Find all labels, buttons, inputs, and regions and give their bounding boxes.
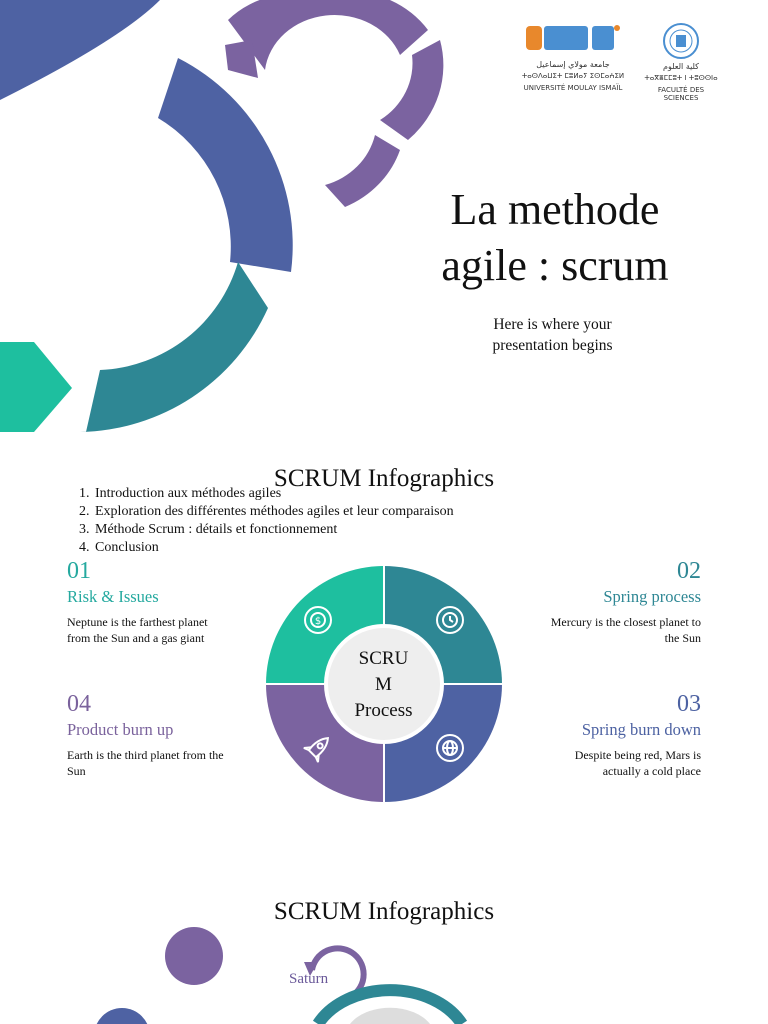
umi-logo: جامعة مولاي إسماعيل ⵜⴰⵙⴷⴰⵡⵉⵜ ⵎⵓⵍⴰⵢ ⵉⵙⵎⴰⵄ… bbox=[518, 22, 628, 102]
item-description: Earth is the third planet from the Sun bbox=[67, 748, 267, 779]
umi-wordmark bbox=[526, 22, 620, 56]
purple-cycle-arrow bbox=[309, 945, 367, 999]
money-cycle-icon: $ bbox=[304, 606, 332, 634]
item-description-line: Neptune is the farthest planet bbox=[67, 615, 208, 629]
agenda-item: Exploration des différentes méthodes agi… bbox=[93, 503, 454, 521]
small-ring-purple bbox=[225, 0, 444, 207]
title-line-2: agile : scrum bbox=[441, 241, 669, 290]
item-description: Mercury is the closest planet to the Sun bbox=[500, 615, 701, 646]
item-title: Risk & Issues bbox=[67, 587, 159, 606]
globe-cycle-icon bbox=[436, 734, 464, 762]
item-03: 03 Spring burn down Despite being red, M… bbox=[500, 691, 701, 779]
scrum-process-wheel: $ bbox=[262, 562, 506, 806]
item-number: 04 bbox=[67, 691, 91, 717]
umi-arabic-text: جامعة مولاي إسماعيل bbox=[536, 60, 610, 69]
subtitle-line-2: presentation begins bbox=[492, 337, 613, 354]
clock-cycle-icon bbox=[436, 606, 464, 634]
faculty-arabic-text: كلية العلوم bbox=[663, 62, 699, 71]
center-circle bbox=[328, 628, 440, 740]
item-description-line: actually a cold place bbox=[602, 763, 701, 778]
slide1-subtitle: Here is where your presentation begins bbox=[450, 314, 655, 356]
rocket-icon bbox=[303, 737, 329, 763]
slide2-title: SCRUM Infographics bbox=[273, 465, 495, 492]
agenda-list: Introduction aux méthodes agiles Explora… bbox=[66, 485, 454, 557]
agenda-item: Introduction aux méthodes agiles bbox=[93, 485, 454, 503]
svg-text:$: $ bbox=[315, 616, 321, 627]
center-label-line-3: Process bbox=[354, 700, 413, 721]
blue-circle bbox=[96, 1008, 148, 1024]
faculty-seal bbox=[662, 22, 700, 60]
agenda-item: Conclusion bbox=[93, 539, 454, 557]
slide1-title: La methode agile : scrum bbox=[390, 182, 720, 294]
purple-circle bbox=[165, 927, 223, 985]
subtitle-line-1: Here is where your bbox=[493, 316, 612, 333]
item-01: 01 Risk & Issues Neptune is the farthest… bbox=[67, 558, 267, 646]
item-number: 01 bbox=[67, 558, 91, 584]
item-title: Spring burn down bbox=[581, 720, 701, 739]
umi-latin-text: UNIVERSITÉ MOULAY ISMAÏL bbox=[523, 84, 623, 92]
center-label: SCRU M Process bbox=[326, 646, 441, 724]
item-description-line: Sun bbox=[67, 763, 86, 778]
teal-ring bbox=[312, 984, 468, 1024]
item-description-line: Mercury is the closest planet to bbox=[550, 615, 701, 629]
agenda-item: Méthode Scrum : détails et fonctionnemen… bbox=[93, 521, 454, 539]
item-number: 03 bbox=[677, 691, 701, 717]
slide3-decoration bbox=[96, 927, 468, 1024]
center-label-line-2: M bbox=[375, 674, 392, 695]
item-description: Neptune is the farthest planet from the … bbox=[67, 615, 267, 646]
item-description-line: Despite being red, Mars is bbox=[574, 748, 701, 762]
faculty-latin-text: FACULTÉ DES SCIENCES bbox=[657, 86, 705, 102]
slide3-title: SCRUM Infographics bbox=[273, 898, 495, 925]
item-number: 02 bbox=[677, 558, 701, 584]
item-04: 04 Product burn up Earth is the third pl… bbox=[67, 691, 267, 779]
big-ring-bottom-teal bbox=[80, 262, 268, 432]
center-label-line-1: SCRU bbox=[358, 648, 409, 669]
faculty-tifinagh-text: ⵜⴰⴳⴻⵎⵎⵓⵜ ⵏ ⵜⵓⵙⵙⵏⴰ bbox=[644, 74, 718, 82]
umi-tifinagh-text: ⵜⴰⵙⴷⴰⵡⵉⵜ ⵎⵓⵍⴰⵢ ⵉⵙⵎⴰⵄⵉⵍ bbox=[521, 72, 625, 80]
item-description-line: from the Sun and a gas giant bbox=[67, 630, 205, 645]
title-line-1: La methode bbox=[450, 185, 660, 234]
item-title: Product burn up bbox=[67, 720, 174, 739]
item-02: 02 Spring process Mercury is the closest… bbox=[500, 558, 701, 646]
big-ring-right-blue bbox=[158, 58, 293, 272]
slide1-decoration bbox=[0, 0, 444, 432]
item-title: Spring process bbox=[603, 587, 701, 606]
arrow-shape-green bbox=[0, 342, 72, 432]
item-description-line: the Sun bbox=[664, 630, 701, 645]
item-description-line: Earth is the third planet from the bbox=[67, 748, 224, 762]
faculty-logo: كلية العلوم ⵜⴰⴳⴻⵎⵎⵓⵜ ⵏ ⵜⵓⵙⵙⵏⴰ FACULTÉ DE… bbox=[640, 22, 722, 102]
saturn-label: Saturn bbox=[289, 971, 329, 987]
item-description: Despite being red, Mars is actually a co… bbox=[500, 748, 701, 779]
big-ring-top-blue bbox=[0, 0, 160, 100]
